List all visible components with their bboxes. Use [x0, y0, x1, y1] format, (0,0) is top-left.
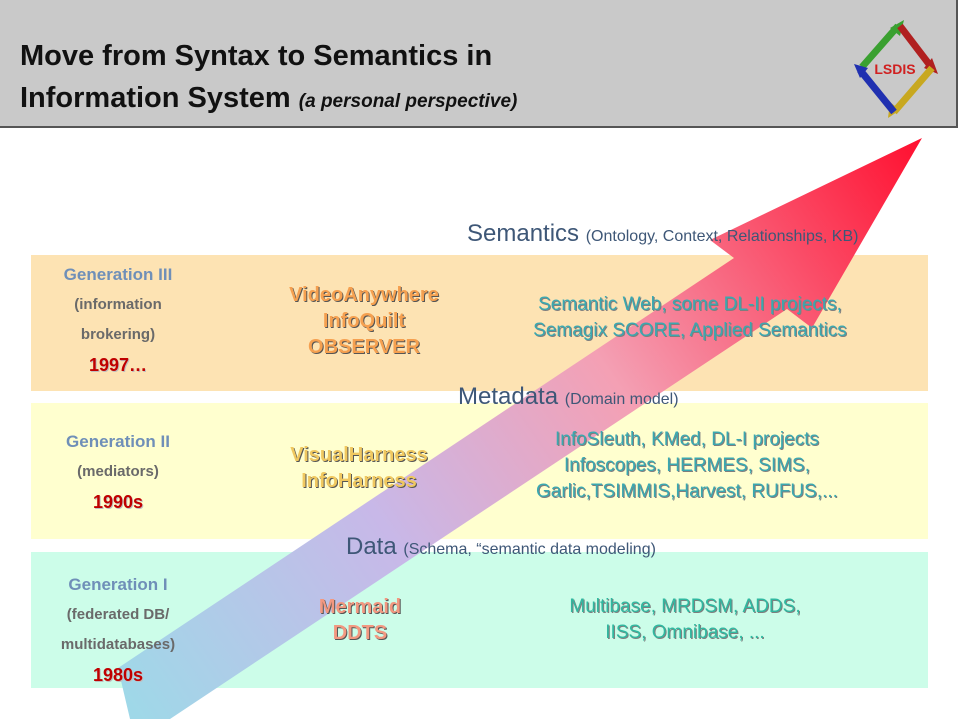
title-line-1: Move from Syntax to Semantics in: [20, 40, 493, 72]
generation-1-related: Multibase, MRDSM, ADDS, IISS, Omnibase, …: [569, 596, 801, 643]
generation-2-related: InfoSleuth, KMed, DL-I projects Infoscop…: [536, 429, 838, 502]
logo-arrows-icon: [854, 20, 938, 118]
generation-2-label: Generation II (mediators) 1990s: [28, 427, 208, 517]
level-data: Data (Schema, “semantic data modeling): [346, 533, 656, 560]
title-line-2: Information System (a personal perspecti…: [20, 82, 517, 115]
generation-3-label: Generation III (information brokering) 1…: [28, 260, 208, 380]
year-1980s: 1980s: [92, 665, 144, 685]
logo-text: LSDIS: [874, 61, 915, 77]
header-bar: Move from Syntax to Semantics in Informa…: [0, 0, 958, 128]
generation-1-projects: Mermaid DDTS: [318, 596, 402, 644]
lsdis-logo: LSDIS: [854, 20, 938, 118]
level-semantics: Semantics (Ontology, Context, Relationsh…: [467, 220, 859, 247]
generation-1-label: Generation I (federated DB/ multidatabas…: [28, 570, 208, 690]
year-1997: 1997…: [88, 355, 148, 375]
year-1990s: 1990s: [92, 492, 144, 512]
generation-2-projects: VisualHarness InfoHarness: [290, 444, 428, 492]
level-metadata: Metadata (Domain model): [458, 383, 679, 410]
title-subtitle: (a personal perspective): [298, 91, 518, 112]
generation-3-related: Semantic Web, some DL-II projects, Semag…: [533, 294, 847, 341]
title-main: Information System: [20, 82, 291, 114]
generation-3-projects: VideoAnywhere InfoQuilt OBSERVER: [289, 284, 439, 358]
